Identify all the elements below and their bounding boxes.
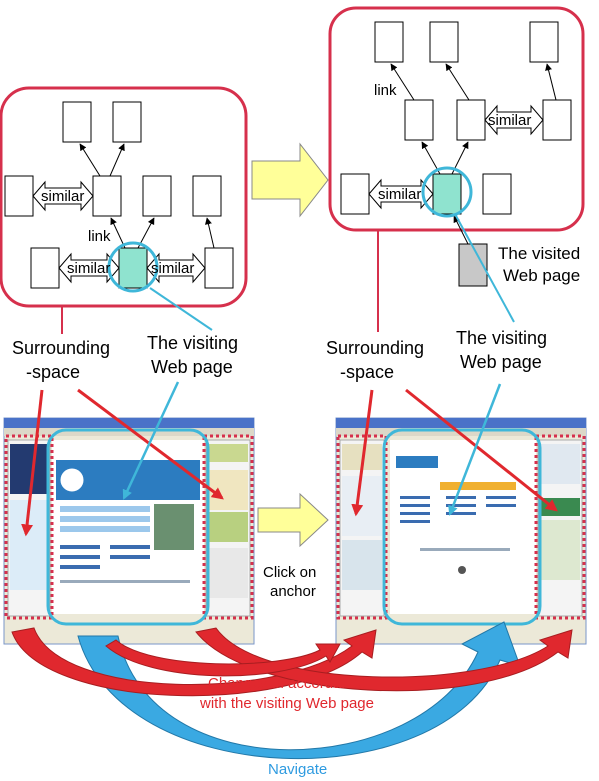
node [530, 22, 558, 62]
transition-arrow [258, 494, 328, 546]
page-text [486, 496, 516, 499]
page-text [400, 512, 430, 515]
click-anchor-label: Click on [263, 564, 316, 581]
node [341, 174, 369, 214]
similar-label: similar [378, 186, 421, 203]
node [457, 100, 485, 140]
visiting-label: The visiting [147, 333, 238, 353]
browser-titlebar [336, 418, 586, 428]
surrounding-label: Surrounding [12, 338, 110, 358]
thumb [208, 512, 248, 542]
node [405, 100, 433, 140]
thumb [208, 444, 248, 462]
page-text [486, 504, 516, 507]
node [375, 22, 403, 62]
page-text [446, 496, 476, 499]
visiting-label: Web page [151, 357, 233, 377]
page-text [420, 548, 510, 551]
node [543, 100, 571, 140]
right-graph-panel [330, 8, 583, 244]
page-figure [458, 566, 466, 574]
thumb [342, 476, 382, 536]
page-text [110, 555, 150, 559]
node [93, 176, 121, 216]
changes-caption: with the visiting Web page [199, 695, 374, 712]
thumb [540, 444, 580, 484]
visiting-node [119, 248, 147, 288]
page-text [60, 565, 100, 569]
node [5, 176, 33, 216]
page-text [60, 555, 100, 559]
link-label: link [374, 82, 397, 99]
left-browser-screenshot [4, 418, 254, 644]
navigate-caption: Navigate [268, 761, 327, 778]
node [113, 102, 141, 142]
transition-arrow [252, 144, 328, 216]
thumb [10, 444, 48, 494]
visiting-label: Web page [460, 352, 542, 372]
similar-label: similar [41, 188, 84, 205]
thumb [208, 548, 248, 598]
thumb [540, 520, 580, 580]
logo [60, 468, 84, 492]
node [143, 176, 171, 216]
node [205, 248, 233, 288]
surrounding-label: Surrounding [326, 338, 424, 358]
visited-label: The visited [498, 244, 580, 263]
surrounding-label: -space [340, 362, 394, 382]
page-text [400, 504, 430, 507]
visiting-label: The visiting [456, 328, 547, 348]
page-photo [154, 504, 194, 550]
page-header [440, 482, 516, 490]
visited-label: Web page [503, 266, 580, 285]
page-text [60, 580, 190, 583]
page-nav [60, 506, 150, 512]
page-nav [60, 526, 150, 532]
page-text [60, 545, 100, 549]
page-header [396, 456, 438, 468]
page-text [110, 545, 150, 549]
node [193, 176, 221, 216]
node [483, 174, 511, 214]
visiting-node [433, 174, 461, 214]
link-label: link [88, 228, 111, 245]
page-text [400, 496, 430, 499]
left-graph-panel [1, 88, 246, 306]
right-browser-screenshot [336, 418, 586, 644]
surrounding-label: -space [26, 362, 80, 382]
similar-label: similar [67, 260, 110, 277]
click-anchor-label: anchor [270, 583, 316, 600]
similar-label: similar [488, 112, 531, 129]
page-text [446, 504, 476, 507]
node [63, 102, 91, 142]
similar-label: similar [151, 260, 194, 277]
node [430, 22, 458, 62]
changes-caption: Changes in accordance [208, 675, 366, 692]
page-nav [60, 516, 150, 522]
node [31, 248, 59, 288]
thumb [342, 540, 382, 590]
thumb [208, 470, 248, 510]
page-text [400, 520, 430, 523]
